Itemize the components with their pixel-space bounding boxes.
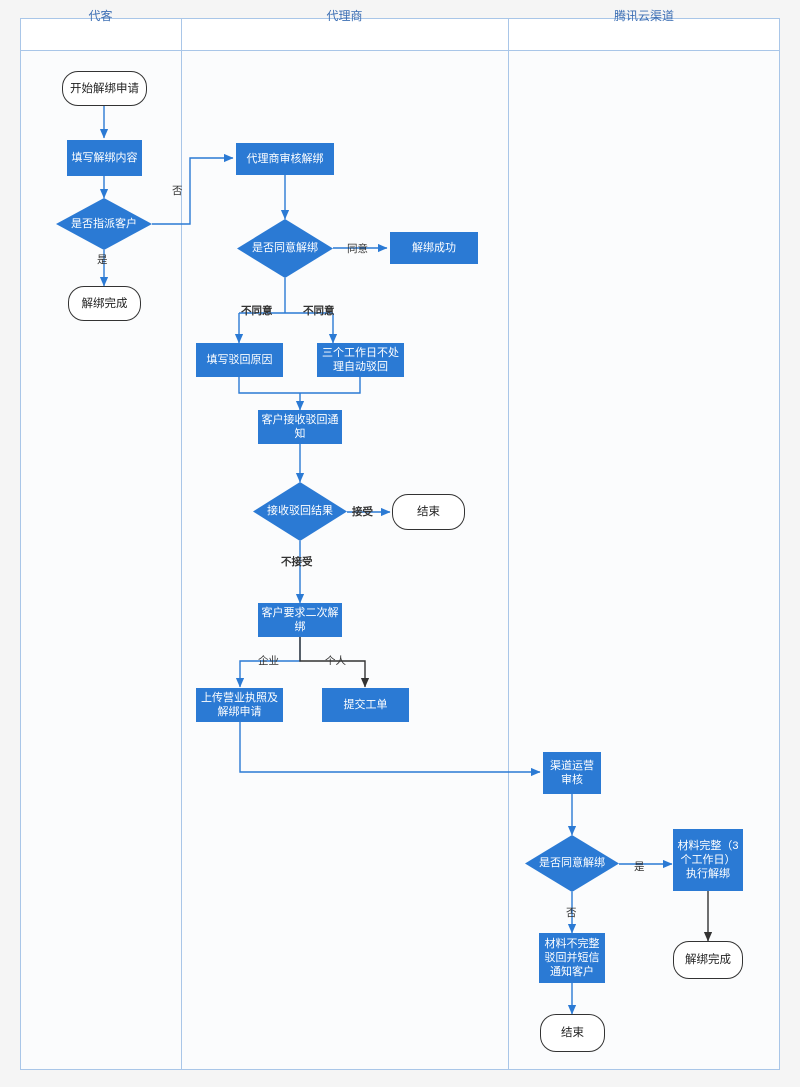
- edge-label-accept: 接受: [352, 506, 373, 518]
- node-label: 客户要求二次解绑: [261, 607, 339, 633]
- diamond-shape: [237, 219, 333, 278]
- edge-label-not-accept: 不接受: [281, 556, 313, 568]
- lane-header-agent: 代理商: [181, 0, 508, 33]
- node-label: 上传营业执照及解绑申请: [201, 692, 278, 718]
- edge-label-yes-assign: 是: [97, 254, 108, 266]
- node-channel-operation-review[interactable]: 渠道运营审核: [543, 752, 601, 794]
- diamond-shape: [56, 198, 152, 250]
- node-label: 结束: [417, 506, 440, 518]
- node-label: 填写解绑内容: [71, 152, 138, 164]
- node-end-lane2[interactable]: 结束: [392, 494, 465, 530]
- node-unbind-complete-lane3[interactable]: 解绑完成: [673, 941, 743, 979]
- node-label: 解绑成功: [412, 242, 456, 254]
- edge-label-channel-yes: 是: [634, 861, 645, 873]
- node-upload-license-and-application[interactable]: 上传营业执照及解绑申请: [196, 688, 283, 722]
- lane-header-tencent-label: 腾讯云渠道: [613, 9, 674, 23]
- node-label: 材料完整（3个工作日）执行解绑: [677, 840, 739, 880]
- node-agent-review-unbind[interactable]: 代理商审核解绑: [236, 143, 334, 175]
- node-receive-reject-result-decision[interactable]: 接收驳回结果: [253, 482, 347, 541]
- node-label: 渠道运营审核: [550, 760, 594, 786]
- node-customer-request-second-unbind[interactable]: 客户要求二次解绑: [258, 603, 342, 637]
- node-label: 解绑完成: [685, 954, 731, 966]
- lane-header-daike-label: 代客: [88, 9, 113, 23]
- node-end-lane3[interactable]: 结束: [540, 1014, 605, 1052]
- node-label: 三个工作日不处理自动驳回: [322, 347, 399, 373]
- lane-header-agent-label: 代理商: [326, 9, 363, 23]
- node-customer-receive-reject-notice[interactable]: 客户接收驳回通知: [258, 410, 342, 444]
- swimlane-header-row: [20, 18, 780, 51]
- node-label: 解绑完成: [81, 297, 128, 310]
- node-channel-agree-unbind-decision[interactable]: 是否同意解绑: [525, 835, 619, 892]
- lane-header-tencent: 腾讯云渠道: [508, 0, 780, 33]
- node-label: 客户接收驳回通知: [261, 414, 339, 440]
- lane-header-daike: 代客: [20, 0, 181, 33]
- node-fill-unbind-content[interactable]: 填写解绑内容: [67, 140, 142, 176]
- diamond-shape: [253, 482, 347, 541]
- node-start-unbind-request[interactable]: 开始解绑申请: [62, 71, 147, 106]
- node-materials-complete-execute[interactable]: 材料完整（3个工作日）执行解绑: [673, 829, 743, 891]
- node-materials-incomplete-reject[interactable]: 材料不完整驳回并短信通知客户: [539, 933, 605, 983]
- node-fill-reject-reason[interactable]: 填写驳回原因: [196, 343, 283, 377]
- node-label: 材料不完整驳回并短信通知客户: [544, 938, 600, 978]
- node-label: 代理商审核解绑: [246, 153, 324, 165]
- node-unbind-success[interactable]: 解绑成功: [390, 232, 478, 264]
- node-auto-reject-3days[interactable]: 三个工作日不处理自动驳回: [317, 343, 404, 377]
- node-label: 结束: [561, 1027, 584, 1039]
- edge-label-individual: 个人: [325, 655, 346, 667]
- edge-label-disagree-right: 不同意: [303, 305, 335, 317]
- swimlane-frame: [20, 18, 780, 1070]
- edge-label-channel-no: 否: [566, 907, 577, 919]
- node-label: 开始解绑申请: [70, 82, 139, 95]
- node-agree-unbind-decision[interactable]: 是否同意解绑: [237, 219, 333, 278]
- edge-label-no-assign: 否: [172, 185, 183, 197]
- node-submit-ticket[interactable]: 提交工单: [322, 688, 409, 722]
- node-assign-customer-decision[interactable]: 是否指派客户: [56, 198, 152, 250]
- node-label: 提交工单: [343, 699, 388, 711]
- node-label: 填写驳回原因: [206, 354, 273, 366]
- lane-divider-2: [508, 18, 509, 1070]
- lane-divider-1: [181, 18, 182, 1070]
- edge-label-enterprise: 企业: [258, 655, 279, 667]
- node-unbind-complete-lane1[interactable]: 解绑完成: [68, 286, 141, 321]
- diamond-shape: [525, 835, 619, 892]
- edge-label-disagree-left: 不同意: [241, 305, 273, 317]
- edge-label-agree: 同意: [347, 243, 368, 255]
